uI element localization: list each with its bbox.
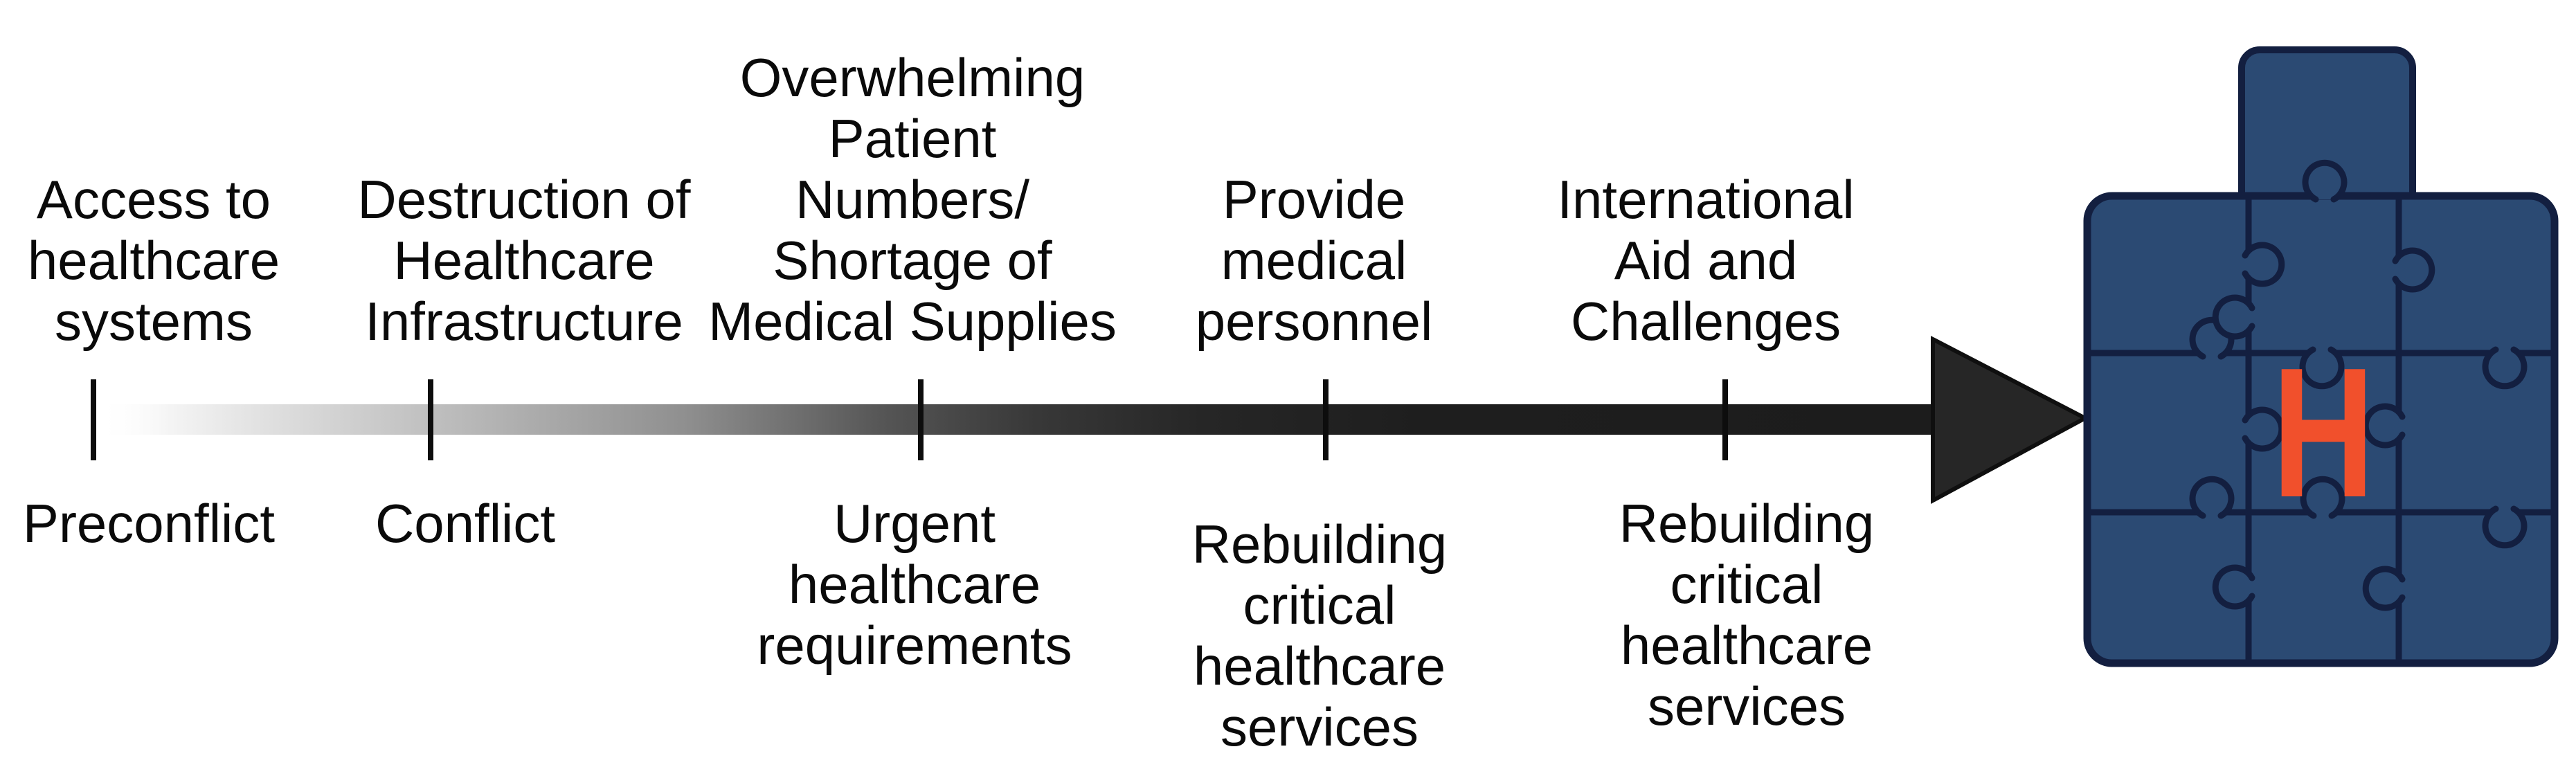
puzzle-knob xyxy=(2299,346,2345,390)
stage-top-label-international: International Aid and Challenges xyxy=(1557,169,1855,352)
stage-top-label-personnel: Provide medical personnel xyxy=(1195,169,1433,352)
hospital-puzzle-icon: H xyxy=(2083,46,2559,667)
puzzle-knob xyxy=(2300,476,2345,519)
tick-mark xyxy=(1323,379,1328,460)
puzzle-knob xyxy=(2242,406,2285,452)
tick-mark xyxy=(428,379,433,460)
puzzle-knob xyxy=(2482,505,2528,549)
puzzle-knob xyxy=(2362,566,2406,611)
puzzle-knob xyxy=(2482,346,2528,390)
puzzle-knob xyxy=(2302,159,2348,203)
tick-mark xyxy=(91,379,96,460)
puzzle-knob xyxy=(2189,476,2235,519)
stage-bottom-label-urgent: Urgent healthcare requirements xyxy=(757,493,1072,676)
stage-bottom-label-rebuilding2: Rebuilding critical healthcare services xyxy=(1619,493,1875,737)
timeline-arrowhead xyxy=(1931,336,2090,505)
stage-bottom-label-rebuilding1: Rebuilding critical healthcare services xyxy=(1191,514,1448,757)
puzzle-knob xyxy=(2242,242,2285,287)
stage-top-label-preconflict: Access to healthcare systems xyxy=(27,169,280,352)
timeline-bar xyxy=(97,404,1938,435)
puzzle-knob xyxy=(2212,294,2255,340)
stage-bottom-label-conflict: Conflict xyxy=(375,493,556,554)
stage-top-label-overwhelming: Overwhelming Patient Numbers/ Shortage o… xyxy=(708,47,1117,352)
tick-mark xyxy=(1722,379,1728,460)
puzzle-knob xyxy=(2212,564,2255,610)
stage-bottom-label-preconflict: Preconflict xyxy=(22,493,276,554)
puzzle-knob xyxy=(2392,247,2435,293)
tick-mark xyxy=(918,379,924,460)
tick-marks xyxy=(91,379,1728,460)
hospital-letter: H xyxy=(2272,329,2375,536)
stage-top-label-conflict: Destruction of Healthcare Infrastructure xyxy=(357,169,691,352)
puzzle-knob xyxy=(2362,403,2406,449)
